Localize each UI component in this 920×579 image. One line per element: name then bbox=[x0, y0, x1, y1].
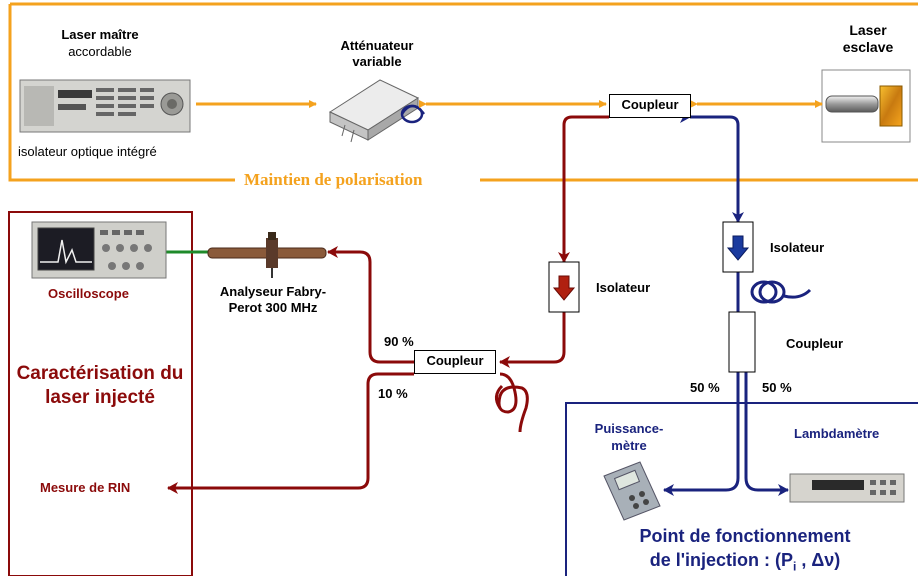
powermeter-label: Puissance-mètre bbox=[594, 421, 664, 453]
operating-point-text: de l'injection : (P bbox=[649, 550, 793, 570]
fabry-perot-device bbox=[207, 232, 327, 278]
attenuator-label: Atténuateur variable bbox=[340, 38, 414, 69]
operating-point-label: Point de fonctionnement de l'injection :… bbox=[590, 524, 900, 579]
slave-laser-label: Laser esclave bbox=[842, 22, 894, 55]
operating-point-frame bbox=[565, 402, 918, 576]
isolator-right-label: Isolateur bbox=[770, 240, 825, 255]
laser-master-subtitle: accordable bbox=[68, 44, 132, 59]
pct-50-right-label: 50 % bbox=[762, 380, 792, 395]
laser-master-label: Laser maître accordable bbox=[40, 26, 160, 60]
isolator-right-box bbox=[722, 221, 754, 273]
lambdameter-device bbox=[789, 473, 905, 503]
operating-point-line2: de l'injection : (Pi , Δν) bbox=[590, 548, 900, 579]
oscilloscope-device bbox=[31, 221, 167, 279]
pct-10-label: 10 % bbox=[378, 386, 408, 401]
pct-50-left-label: 50 % bbox=[690, 380, 720, 395]
pct-90-label: 90 % bbox=[384, 334, 414, 349]
coupler-top: Coupleur bbox=[609, 94, 691, 118]
slave-laser-device bbox=[821, 69, 911, 143]
fabry-perot-label: Analyseur Fabry-Perot 300 MHz bbox=[219, 284, 327, 315]
laser-master-title: Laser maître bbox=[61, 27, 139, 42]
laser-master-instrument bbox=[19, 79, 191, 133]
isolator-integrated-label: isolateur optique intégré bbox=[18, 144, 157, 159]
rin-label: Mesure de RIN bbox=[40, 480, 131, 495]
oscilloscope-label: Oscilloscope bbox=[48, 286, 129, 301]
attenuator-device bbox=[328, 79, 425, 143]
coupler-right-box bbox=[728, 311, 756, 373]
lambdameter-label: Lambdamètre bbox=[794, 426, 880, 441]
powermeter-device bbox=[603, 461, 661, 521]
operating-point-line1: Point de fonctionnement bbox=[639, 526, 851, 546]
characterisation-frame bbox=[8, 211, 193, 576]
coupler-middle: Coupleur bbox=[414, 350, 496, 374]
operating-point-subscript: i bbox=[793, 559, 797, 574]
coupler-right-label: Coupleur bbox=[786, 336, 844, 351]
isolator-left-label: Isolateur bbox=[596, 280, 651, 295]
operating-point-end: , Δν) bbox=[796, 550, 841, 570]
polarization-label: Maintien de polarisation bbox=[244, 170, 423, 189]
isolator-left-box bbox=[548, 261, 580, 313]
characterisation-label: Caractérisation du laser injecté bbox=[16, 363, 184, 408]
